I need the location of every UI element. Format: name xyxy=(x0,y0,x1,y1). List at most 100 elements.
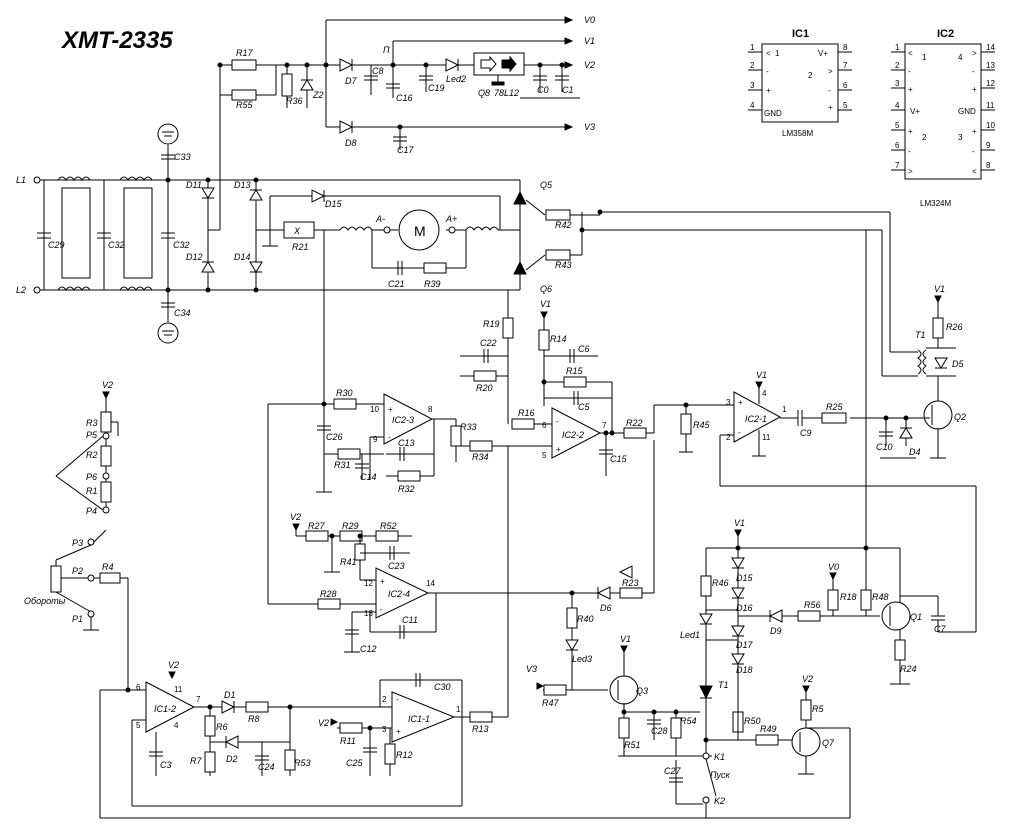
ic1-pin-5: 5 xyxy=(843,101,848,110)
svg-text:V2: V2 xyxy=(168,660,179,670)
svg-text:R1: R1 xyxy=(86,486,98,496)
svg-text:R19: R19 xyxy=(483,319,500,329)
svg-text:T1: T1 xyxy=(718,680,729,690)
svg-text:C26: C26 xyxy=(326,432,343,442)
svg-text:6: 6 xyxy=(542,421,547,430)
svg-text:C29: C29 xyxy=(48,240,65,250)
svg-text:C5: C5 xyxy=(578,402,590,412)
svg-text:-: - xyxy=(766,67,769,76)
svg-text:Q5: Q5 xyxy=(540,180,553,190)
svg-text:R33: R33 xyxy=(460,422,477,432)
ic1-pinout: IC1 1 2 3 4 8 7 6 5 V+ GND 1 2 <-+ >-+ L… xyxy=(748,28,852,138)
ic2-pinout: IC2 1 2 3 4 5 6 7 14 13 12 11 10 9 8 V+ … xyxy=(891,28,995,208)
ic1-pin-7: 7 xyxy=(843,61,848,70)
svg-text:R4: R4 xyxy=(102,562,114,572)
svg-text:C9: C9 xyxy=(800,428,812,438)
svg-text:R34: R34 xyxy=(472,452,489,462)
svg-text:+: + xyxy=(828,103,833,112)
svg-text:Q6: Q6 xyxy=(540,284,552,294)
svg-text:6: 6 xyxy=(895,141,900,150)
svg-text:V1: V1 xyxy=(620,634,631,644)
svg-text:C33: C33 xyxy=(174,152,191,162)
svg-text:1: 1 xyxy=(456,705,461,714)
svg-text:-: - xyxy=(828,86,831,95)
svg-text:C34: C34 xyxy=(174,308,191,318)
rail-v2-label: V2 xyxy=(584,60,595,70)
svg-text:+: + xyxy=(388,405,393,414)
svg-text:4: 4 xyxy=(762,389,767,398)
opamp-ic2-2: IC2-2 657 -+ V1 R14 C6 R15 C5 R16 R19 C2… xyxy=(460,290,655,476)
svg-text:R17: R17 xyxy=(236,48,254,58)
svg-text:R39: R39 xyxy=(424,279,441,289)
svg-text:C22: C22 xyxy=(480,338,497,348)
svg-text:+: + xyxy=(380,577,385,586)
svg-text:K2: K2 xyxy=(714,796,725,806)
svg-text:R25: R25 xyxy=(826,402,844,412)
svg-text:-: - xyxy=(972,67,975,76)
svg-text:1: 1 xyxy=(775,49,780,58)
svg-text:Z2: Z2 xyxy=(312,90,324,100)
svg-text:<: < xyxy=(908,49,913,58)
svg-text:R12: R12 xyxy=(396,750,413,760)
svg-text:V1: V1 xyxy=(540,299,551,309)
svg-text:P6: P6 xyxy=(86,472,97,482)
junction-dots xyxy=(125,62,909,743)
svg-text:IC1-1: IC1-1 xyxy=(408,714,430,724)
svg-text:R47: R47 xyxy=(542,698,560,708)
svg-text:Led3: Led3 xyxy=(572,654,592,664)
svg-text:R28: R28 xyxy=(320,589,337,599)
svg-text:D9: D9 xyxy=(770,626,782,636)
svg-text:IC1-2: IC1-2 xyxy=(154,704,176,714)
l2-terminal xyxy=(33,286,41,294)
svg-text:IC2-1: IC2-1 xyxy=(745,414,767,424)
svg-text:R21: R21 xyxy=(292,242,309,252)
svg-text:R20: R20 xyxy=(476,383,493,393)
svg-text:7: 7 xyxy=(895,161,900,170)
svg-text:9: 9 xyxy=(986,141,991,150)
trigger-transformer-section: V1 R26 T1 D5 Q2 C10 D4 R25 C9 xyxy=(780,284,966,459)
rail-v1-label: V1 xyxy=(584,36,595,46)
svg-text:11: 11 xyxy=(174,685,183,694)
svg-text:C14: C14 xyxy=(360,472,377,482)
svg-text:-: - xyxy=(388,433,391,442)
ic1-pin-6: 6 xyxy=(843,81,848,90)
start-section: R40 Led3 V3 R47 V1 Q3 R51 C28 R54 K1 Пус… xyxy=(100,593,851,819)
svg-text:R51: R51 xyxy=(624,740,641,750)
svg-text:R46: R46 xyxy=(712,578,729,588)
svg-text:9: 9 xyxy=(373,435,378,444)
svg-text:R29: R29 xyxy=(342,521,359,531)
svg-text:Q3: Q3 xyxy=(636,686,648,696)
svg-text:-: - xyxy=(908,67,911,76)
svg-text:R24: R24 xyxy=(900,664,917,674)
svg-text:IC2-4: IC2-4 xyxy=(388,589,410,599)
svg-text:R23: R23 xyxy=(622,578,639,588)
svg-text:R32: R32 xyxy=(398,484,415,494)
svg-text:>: > xyxy=(972,49,977,58)
svg-text:4: 4 xyxy=(958,53,963,62)
svg-text:R52: R52 xyxy=(380,521,397,531)
svg-text:10: 10 xyxy=(370,405,379,414)
diagram-title: XMT-2335 xyxy=(60,27,173,54)
svg-text:V0: V0 xyxy=(828,562,839,572)
svg-text:R6: R6 xyxy=(216,722,228,732)
svg-text:+: + xyxy=(556,445,561,454)
svg-text:C19: C19 xyxy=(428,83,445,93)
svg-text:P2: P2 xyxy=(72,566,83,576)
svg-text:V1: V1 xyxy=(734,518,745,528)
ic2-name: IC2 xyxy=(937,28,954,40)
svg-text:R45: R45 xyxy=(693,420,711,430)
svg-text:+: + xyxy=(396,727,401,736)
svg-text:R18: R18 xyxy=(840,592,857,602)
svg-text:C1: C1 xyxy=(562,85,574,95)
svg-text:D12: D12 xyxy=(186,252,203,262)
svg-text:>: > xyxy=(908,167,913,176)
svg-text:P3: P3 xyxy=(72,538,83,548)
l1-label: L1 xyxy=(16,175,26,185)
svg-text:R41: R41 xyxy=(340,557,357,567)
svg-text:5: 5 xyxy=(136,721,141,730)
svg-text:R42: R42 xyxy=(555,220,572,230)
